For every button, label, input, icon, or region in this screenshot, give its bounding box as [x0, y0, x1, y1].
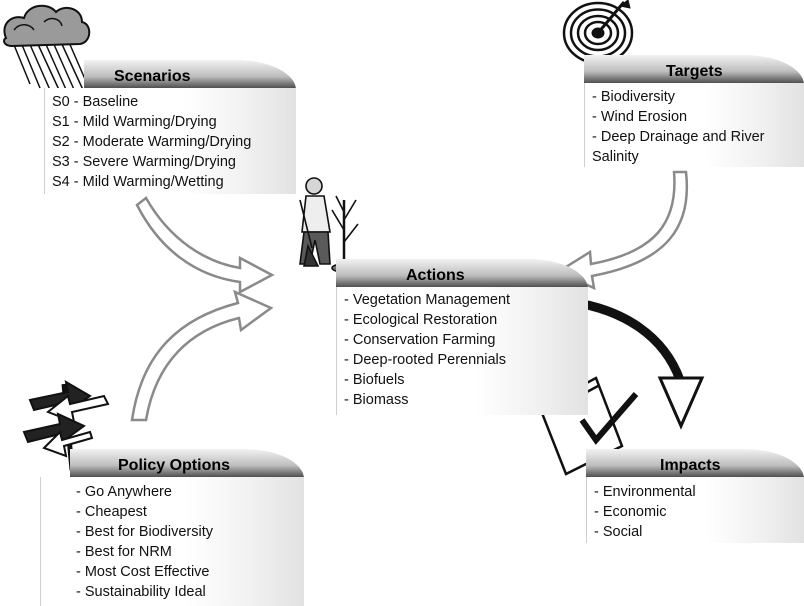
policy-options-panel: Policy Options - Go Anywhere - Cheapest … [40, 443, 304, 606]
list-item: - Deep Drainage and River Salinity [592, 129, 765, 165]
impacts-list: - Environmental - Economic - Social [594, 482, 696, 542]
arrow-actions-to-impacts-head [657, 376, 705, 430]
scenarios-header-tab [84, 60, 296, 90]
actions-panel: Actions - Vegetation Management - Ecolog… [336, 245, 588, 415]
impacts-body [586, 477, 804, 543]
policy-options-body [40, 477, 304, 606]
list-item: - Go Anywhere [76, 484, 172, 500]
targets-header-tab [584, 55, 804, 85]
list-item: - Deep-rooted Perennials [344, 352, 507, 368]
target-icon [562, 0, 634, 65]
list-item: - Best for NRM [76, 544, 172, 560]
targets-panel: Targets - Biodiversity - Wind Erosion - … [584, 55, 804, 167]
impacts-panel: Impacts - Environmental - Economic - Soc… [586, 443, 804, 543]
targets-list: - Biodiversity - Wind Erosion - Deep Dra… [592, 87, 797, 167]
arrow-scenarios-to-actions [135, 196, 275, 295]
scenarios-title: Scenarios [114, 68, 191, 85]
actions-list: - Vegetation Management - Ecological Res… [344, 290, 510, 410]
arrow-actions-to-impacts [567, 297, 685, 385]
impacts-header-tab [586, 449, 804, 479]
list-item: - Cheapest [76, 504, 147, 520]
list-item: - Wind Erosion [592, 109, 688, 125]
impacts-title: Impacts [660, 457, 721, 474]
targets-body [584, 83, 804, 167]
actions-header-tab [336, 259, 588, 289]
list-item: S4 - Mild Warming/Wetting [52, 174, 224, 190]
list-item: - Conservation Farming [344, 332, 496, 348]
list-item: - Sustainability Ideal [76, 584, 206, 600]
rain-cloud-icon [3, 4, 91, 95]
list-item: S2 - Moderate Warming/Drying [52, 134, 252, 150]
list-item: S0 - Baseline [52, 94, 139, 110]
list-item: S1 - Mild Warming/Drying [52, 114, 217, 130]
scenarios-panel: Scenarios S0 - Baseline S1 - Mild Warmin… [44, 60, 296, 194]
list-item: - Ecological Restoration [344, 312, 498, 328]
list-item: - Biofuels [344, 372, 405, 388]
arrow-policy-to-actions [130, 289, 274, 422]
list-item: S3 - Severe Warming/Drying [52, 154, 236, 170]
actions-title: Actions [406, 267, 465, 284]
list-item: - Most Cost Effective [76, 564, 210, 580]
list-item: - Best for Biodiversity [76, 524, 213, 540]
list-item: - Vegetation Management [344, 292, 511, 308]
targets-title: Targets [666, 63, 723, 80]
actions-body [336, 287, 588, 415]
list-item: - Biomass [344, 392, 409, 408]
policy-options-title: Policy Options [118, 457, 231, 474]
policy-options-header-tab [70, 449, 304, 479]
list-item: - Biodiversity [592, 89, 675, 105]
policy-options-list: - Go Anywhere - Cheapest - Best for Biod… [76, 482, 213, 602]
list-item: - Economic [594, 504, 667, 520]
signpost-icon [22, 380, 110, 471]
list-item: - Social [594, 524, 643, 540]
scenarios-body [44, 88, 296, 194]
list-item: - Environmental [594, 484, 696, 500]
scenarios-list: S0 - Baseline S1 - Mild Warming/Drying S… [52, 92, 251, 192]
